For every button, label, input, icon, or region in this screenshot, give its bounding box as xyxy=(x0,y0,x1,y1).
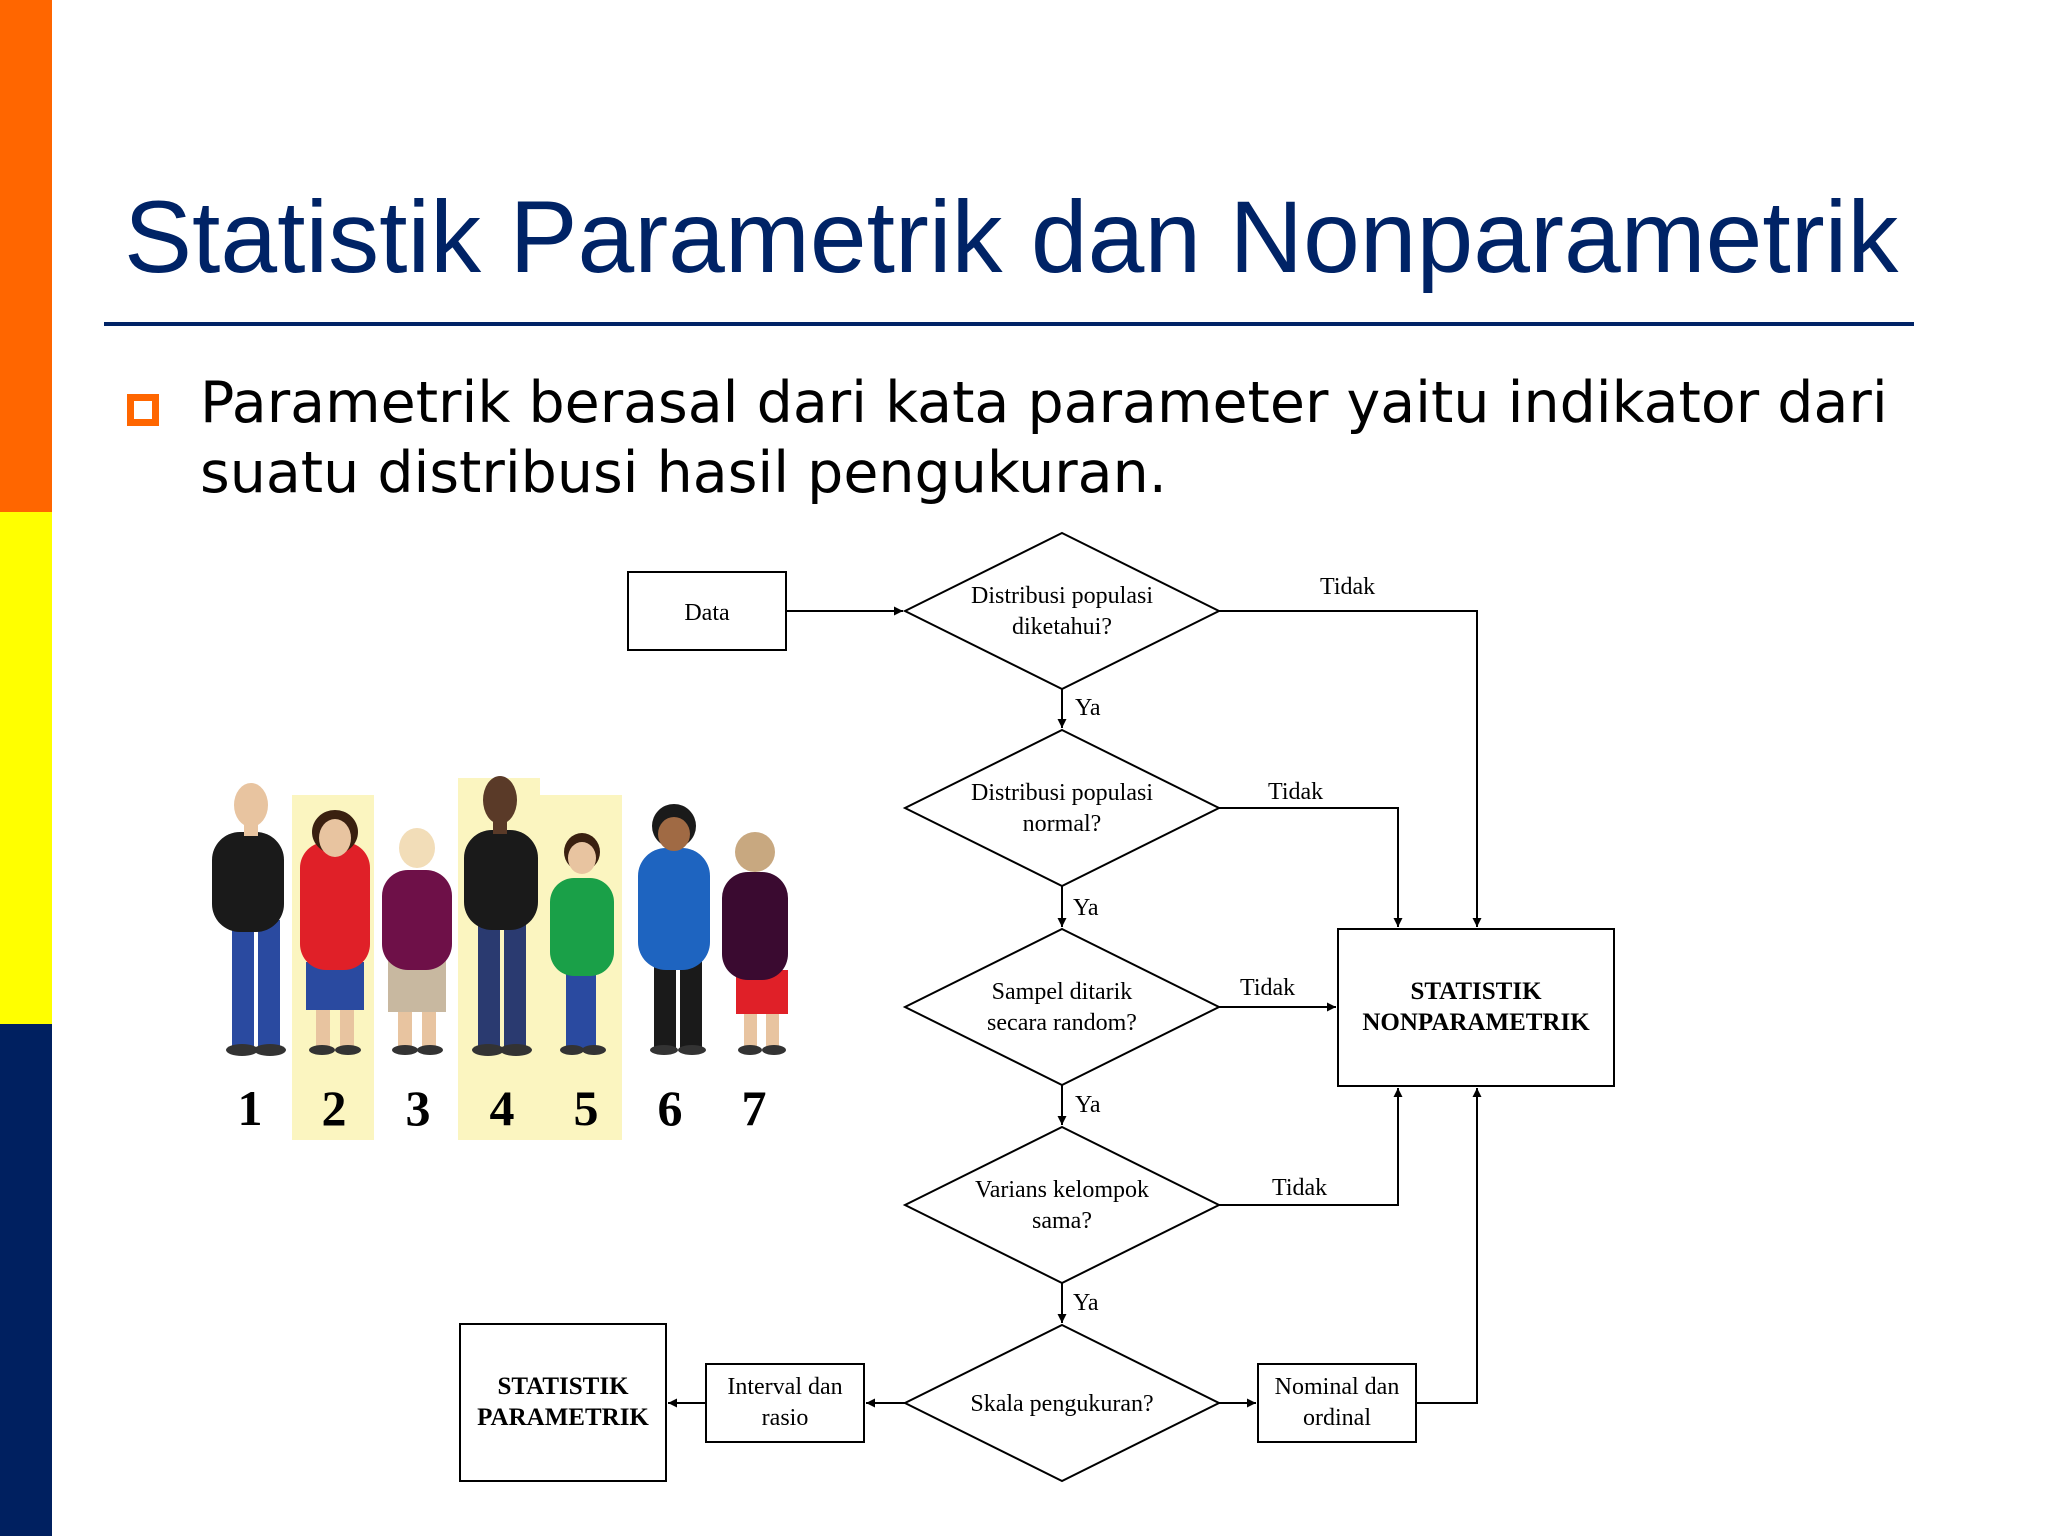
interval-ratio-box xyxy=(705,1363,865,1443)
interval-label-line1: Interval dan xyxy=(727,1374,842,1400)
person-3 xyxy=(382,828,452,1055)
bullet-line-2: suatu distribusi hasil pengukuran. xyxy=(200,440,1167,506)
person-number-7: 7 xyxy=(742,1080,767,1136)
flowchart-labels: Data Distribusi populasi diketahui? Dist… xyxy=(477,574,1590,1431)
edge-q1-no xyxy=(1219,610,1482,927)
decision-distribution-normal xyxy=(902,728,1222,888)
decision-random-sample xyxy=(902,927,1222,1087)
nominal-label-line2: ordinal xyxy=(1303,1405,1371,1431)
person-number-3: 3 xyxy=(406,1080,431,1136)
edge-label-ya-2: Ya xyxy=(1073,895,1099,921)
accent-bar-yellow xyxy=(0,512,52,1024)
accent-bar-navy xyxy=(0,1024,52,1536)
bullet-line-1: Parametrik berasal dari kata parameter y… xyxy=(200,370,1888,436)
edge-label-tidak-2: Tidak xyxy=(1268,779,1323,805)
person-1 xyxy=(212,783,286,1056)
person-5 xyxy=(550,833,614,1055)
q4-label-line1: Varians kelompok xyxy=(975,1177,1149,1203)
q4-label-line2: sama? xyxy=(1032,1208,1092,1234)
nonparametric-label-line1: STATISTIK xyxy=(1410,978,1542,1005)
parametric-label-line1: STATISTIK xyxy=(497,1373,629,1400)
edge-nominal-to-nonparametric xyxy=(1416,1088,1482,1404)
parametric-label-line2: PARAMETRIK xyxy=(477,1404,649,1431)
q2-label-line2: normal? xyxy=(1023,811,1102,837)
edge-q4-no xyxy=(1219,1088,1403,1206)
decision-distribution-known xyxy=(902,531,1222,691)
person-2 xyxy=(300,810,370,1055)
slide-title: Statistik Parametrik dan Nonparametrik xyxy=(124,180,1899,294)
q3-label-line1: Sampel ditarik xyxy=(992,979,1133,1005)
flowchart xyxy=(459,531,1615,1483)
edge-label-tidak-3: Tidak xyxy=(1240,975,1295,1001)
edge-label-ya-3: Ya xyxy=(1075,1092,1101,1118)
decision-equal-variance xyxy=(902,1125,1222,1285)
edge-label-tidak-4: Tidak xyxy=(1272,1175,1327,1201)
q2-label-line1: Distribusi populasi xyxy=(971,780,1153,806)
nonparametric-box xyxy=(1337,928,1615,1087)
q3-label-line2: secara random? xyxy=(987,1010,1137,1036)
person-number-2: 2 xyxy=(322,1080,347,1136)
nominal-ordinal-box xyxy=(1257,1363,1417,1443)
edge-label-ya-1: Ya xyxy=(1075,695,1101,721)
person-4 xyxy=(464,776,538,1056)
decision-measurement-scale xyxy=(902,1323,1222,1483)
person-number-4: 4 xyxy=(490,1080,515,1136)
parametric-box xyxy=(459,1323,667,1482)
interval-label-line2: rasio xyxy=(762,1405,809,1431)
title-underline xyxy=(104,322,1914,326)
edge-label-ya-4: Ya xyxy=(1073,1290,1099,1316)
q1-label-line2: diketahui? xyxy=(1012,614,1112,640)
q1-label-line1: Distribusi populasi xyxy=(971,583,1153,609)
person-6 xyxy=(638,804,710,1055)
bullet-text: Parametrik berasal dari kata parameter y… xyxy=(200,368,1920,508)
people-illustration: 1 2 3 4 5 6 7 xyxy=(212,776,788,1140)
person-number-6: 6 xyxy=(658,1080,683,1136)
nominal-label-line1: Nominal dan xyxy=(1275,1374,1400,1400)
nonparametric-label-line2: NONPARAMETRIK xyxy=(1362,1009,1590,1036)
person-number-1: 1 xyxy=(238,1080,263,1136)
person-7 xyxy=(722,832,788,1055)
square-bullet-icon xyxy=(127,394,159,426)
person-number-5: 5 xyxy=(574,1080,599,1136)
q5-label: Skala pengukuran? xyxy=(970,1391,1153,1417)
edge-q2-no xyxy=(1219,807,1403,927)
data-label: Data xyxy=(684,600,730,626)
accent-bar-orange xyxy=(0,0,52,512)
data-box xyxy=(627,571,787,651)
edge-label-tidak-1: Tidak xyxy=(1320,574,1375,600)
